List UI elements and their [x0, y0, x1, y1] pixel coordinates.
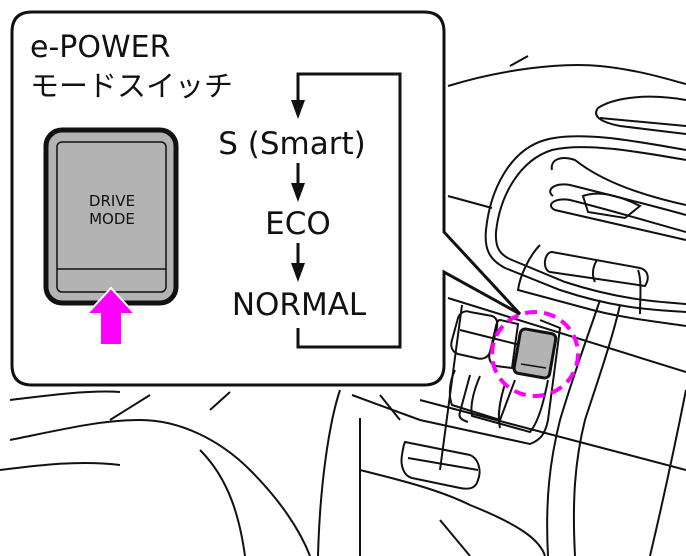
callout-subtitle: モードスイッチ — [30, 69, 233, 103]
press-arrow-icon — [84, 286, 138, 346]
button-label-drive: DRIVE — [89, 192, 135, 210]
drive-mode-button: DRIVE MODE — [43, 127, 179, 306]
highlighted-drive-mode-switch — [512, 327, 558, 380]
arrow-down-icon — [291, 263, 305, 282]
arrow-down-icon — [291, 183, 305, 202]
highlight-dashed-circle — [490, 310, 580, 398]
callout-title: e-POWER — [30, 30, 170, 65]
button-label-mode: MODE — [89, 210, 135, 228]
mode-normal: NORMAL — [232, 287, 367, 323]
arrow-down-icon — [291, 100, 305, 119]
mode-cycle-loop — [296, 72, 402, 349]
mode-smart: S (Smart) — [218, 126, 366, 162]
mode-eco: ECO — [265, 206, 331, 242]
mode-arrows — [291, 100, 305, 282]
